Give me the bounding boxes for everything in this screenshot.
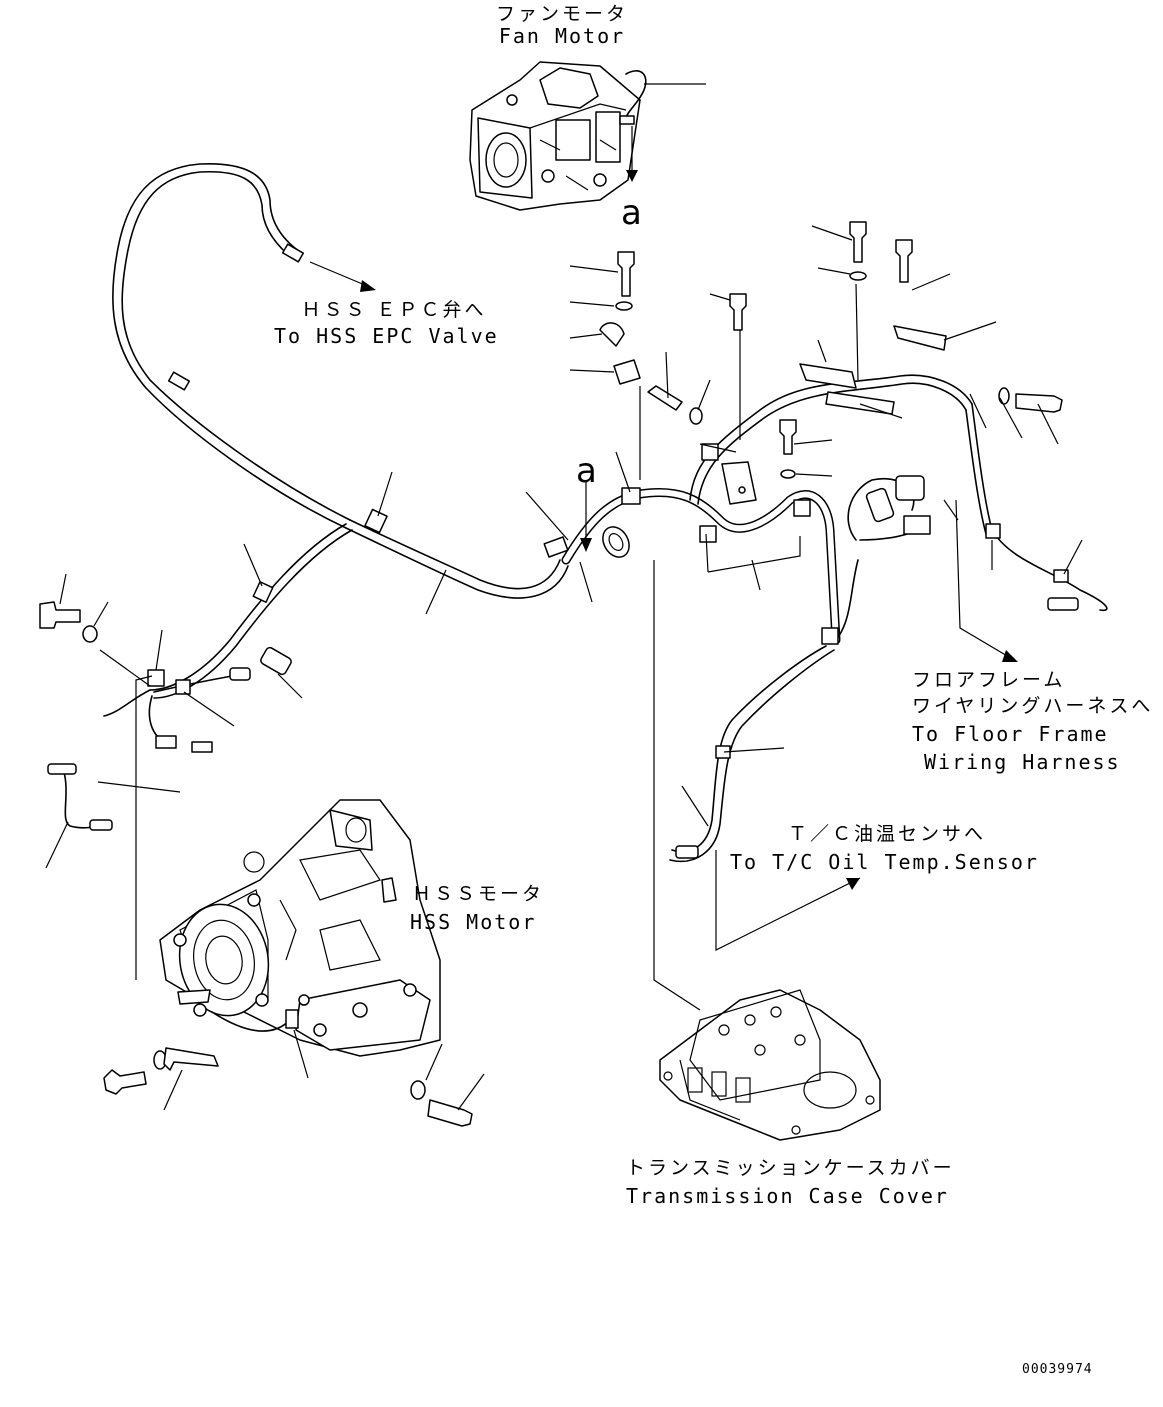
detail-mark-a-top: a	[621, 193, 642, 233]
hss-motor-label-en: HSS Motor	[410, 910, 537, 934]
transmission-cover-illustration	[659, 989, 881, 1141]
hss-epc-label-jp: ＨＳＳ ＥＰＣ弁へ	[301, 299, 487, 321]
floor-frame-label-jp-1: フロアフレーム	[912, 669, 1066, 691]
hardware-parts	[39, 221, 1069, 831]
fan-motor-label-en: Fan Motor	[498, 24, 626, 48]
fan-motor-illustration	[469, 61, 706, 211]
leader-lines	[45, 225, 1083, 1111]
main-harness	[112, 163, 1108, 863]
tc-sensor-label-jp: Ｔ／Ｃ油温センサへ	[788, 823, 987, 845]
tc-sensor-label-en: To T/C Oil Temp.Sensor	[730, 850, 1039, 874]
floor-frame-label-en-2: Wiring Harness	[924, 750, 1121, 774]
document-id: 00039974	[1022, 1362, 1093, 1377]
hss-motor-illustration	[103, 799, 473, 1127]
floor-frame-label-en-1: To Floor Frame	[912, 722, 1109, 746]
transmission-cover-label-en: Transmission Case Cover	[626, 1184, 949, 1208]
hss-motor-label-jp: ＨＳＳモータ	[412, 883, 545, 905]
transmission-cover-label-jp: トランスミッションケースカバー	[626, 1157, 955, 1179]
fan-motor-label-jp: ファンモータ	[495, 3, 628, 25]
floor-frame-label-jp-2: ワイヤリングハーネスへ	[912, 695, 1154, 717]
detail-mark-a-middle: a	[576, 451, 597, 491]
hss-epc-label-en: To HSS EPC Valve	[274, 324, 499, 348]
